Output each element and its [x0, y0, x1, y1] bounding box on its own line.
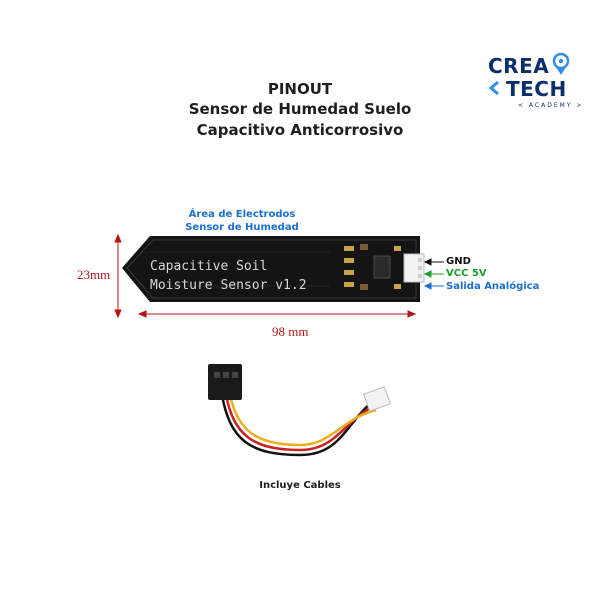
pin-arrow-out: [423, 282, 444, 290]
logo-text-crea: CREA: [488, 54, 550, 78]
height-dimension-label: 23mm: [77, 267, 111, 282]
board-text-line2: Moisture Sensor v1.2: [150, 278, 307, 293]
cable-illustration: [208, 364, 392, 457]
logo-text-tech: TECH: [506, 77, 567, 101]
subtitle-line-2: Capacitivo Anticorrosivo: [196, 121, 404, 139]
pin-arrow-vcc: [423, 270, 444, 278]
subtitle-line-1: Sensor de Humedad Suelo: [188, 100, 412, 118]
rocket-icon: [552, 52, 570, 75]
pin-label-vcc: VCC 5V: [446, 268, 487, 279]
pin-label-gnd: GND: [446, 256, 471, 267]
page-title: PINOUT: [267, 80, 333, 98]
createch-logo: CREA TECH < ACADEMY >: [478, 42, 598, 116]
length-dimension-arrow: [137, 310, 417, 318]
height-dimension-arrow: [114, 233, 122, 319]
electrode-area-label: Área de Electrodos Sensor de Humedad: [172, 208, 312, 234]
pin-label-analog-out: Salida Analógica: [446, 281, 540, 292]
pin-arrow-gnd: [423, 258, 444, 266]
code-bracket-icon: [489, 80, 499, 96]
electrode-label-line2: Sensor de Humedad: [185, 222, 299, 233]
electrode-label-line1: Área de Electrodos: [188, 209, 296, 220]
board-text-line1: Capacitive Soil: [150, 259, 267, 274]
logo-tagline: < ACADEMY >: [518, 102, 584, 109]
cable-caption: Incluye Cables: [259, 480, 341, 491]
sensor-pcb: [122, 236, 425, 302]
length-dimension-label: 98 mm: [272, 324, 309, 339]
